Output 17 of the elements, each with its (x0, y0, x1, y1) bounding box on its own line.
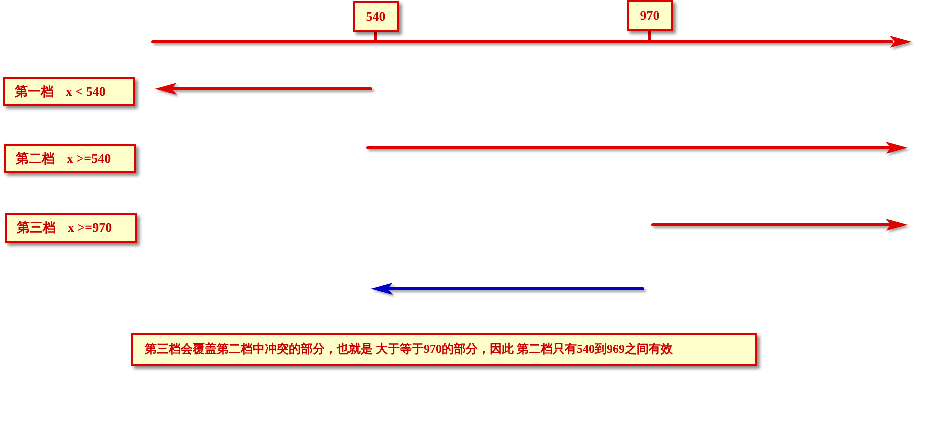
tier-box (3, 77, 135, 106)
tick-line (648, 31, 652, 42)
tick-value: 540 (366, 8, 386, 24)
value-box (627, 0, 673, 31)
tier-box (4, 144, 136, 173)
tier-condition: x >=970 (68, 220, 112, 236)
tier-name: 第一档 (15, 84, 54, 100)
tier-box (5, 213, 137, 243)
tick-value: 970 (640, 8, 660, 24)
tier-condition: x >=540 (67, 150, 112, 166)
value-box (353, 1, 399, 32)
note-box (131, 333, 757, 366)
tier-condition: x < 540 (66, 84, 106, 100)
tier-name: 第三档 (17, 220, 56, 236)
tick-line (374, 32, 378, 42)
note-text: 第三档会覆盖第二档中冲突的部分，也就是 大于等于970的部分，因此 第二档只有540到969之间有效 (145, 342, 673, 357)
tier-name: 第二档 (16, 150, 55, 166)
